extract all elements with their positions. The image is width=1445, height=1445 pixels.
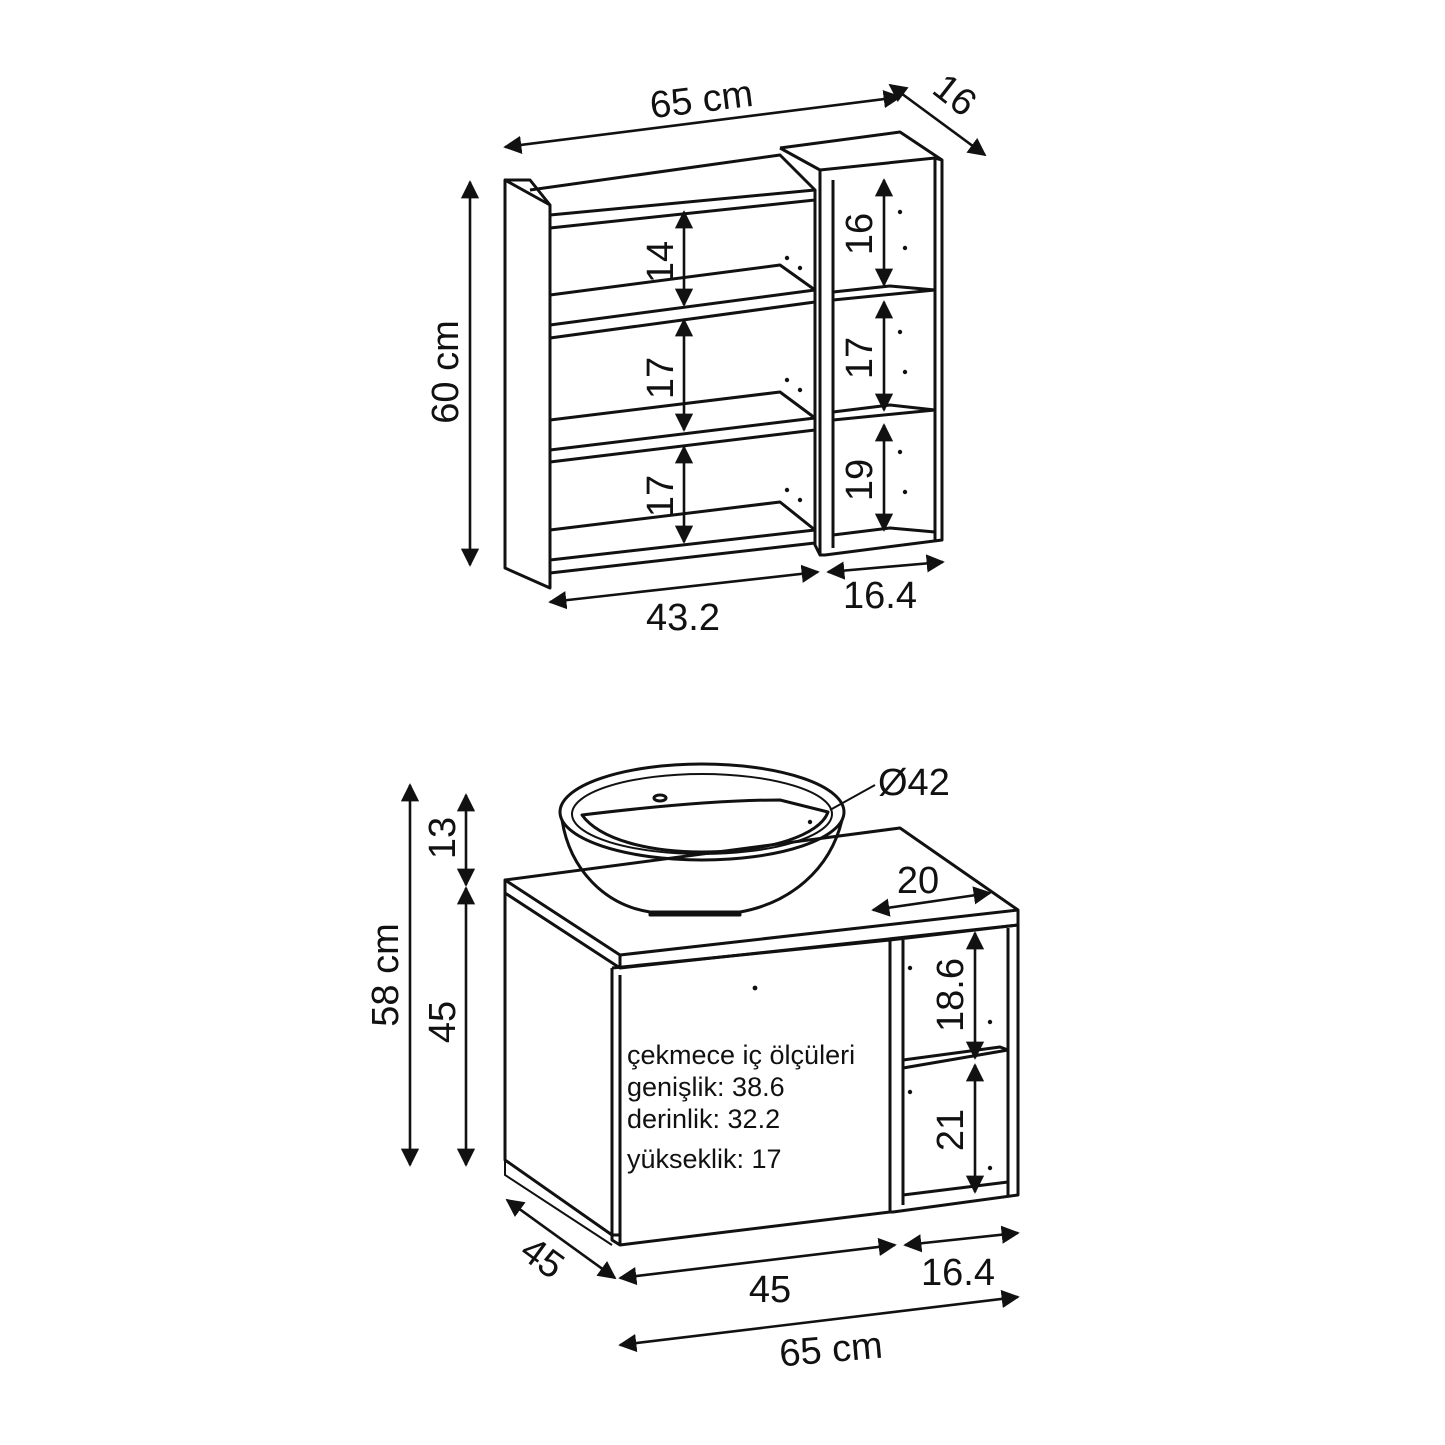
vanity-depth-label: 45 bbox=[513, 1229, 572, 1288]
right-depth-label: 20 bbox=[897, 860, 939, 902]
drawer-info-title: çekmece iç ölçüleri bbox=[627, 1040, 855, 1070]
bottom-dimensions: Ø42 58 cm 13 45 20 18.6 21 45 45 16.4 65… bbox=[365, 762, 1020, 1376]
drawer-info-width: genişlik: 38.6 bbox=[627, 1072, 785, 1102]
drawer-info-depth: derinlik: 32.2 bbox=[627, 1104, 780, 1134]
shelf-lower-label: 21 bbox=[930, 1109, 972, 1151]
shelf-width-label: 16.4 bbox=[921, 1252, 995, 1294]
right-gap-2-label: 17 bbox=[839, 337, 881, 379]
top-width-label: 65 cm bbox=[648, 73, 756, 127]
cabinet-height-label: 45 bbox=[422, 1001, 464, 1043]
basin-diameter-label: Ø42 bbox=[878, 762, 950, 804]
top-height-label: 60 cm bbox=[425, 320, 467, 423]
drawer-info-height: yükseklik: 17 bbox=[627, 1144, 782, 1174]
basin-height-label: 13 bbox=[422, 817, 464, 859]
shelf-upper-label: 18.6 bbox=[930, 958, 972, 1032]
drawer-width-label: 45 bbox=[749, 1269, 791, 1311]
top-width-left-label: 43.2 bbox=[646, 597, 720, 639]
total-height-label: 58 cm bbox=[365, 923, 407, 1026]
left-gap-3-label: 17 bbox=[640, 475, 682, 517]
top-dimensions: 65 cm 16 60 cm 14 17 17 16 17 19 43.2 16… bbox=[425, 66, 987, 639]
left-gap-2-label: 17 bbox=[640, 357, 682, 399]
right-gap-1-label: 16 bbox=[839, 213, 881, 255]
right-gap-3-label: 19 bbox=[839, 459, 881, 501]
total-width-label: 65 cm bbox=[778, 1325, 885, 1376]
left-gap-1-label: 14 bbox=[640, 241, 682, 283]
top-width-right-label: 16.4 bbox=[843, 575, 917, 617]
vanity-unit bbox=[503, 762, 1020, 1247]
basin bbox=[558, 762, 846, 917]
